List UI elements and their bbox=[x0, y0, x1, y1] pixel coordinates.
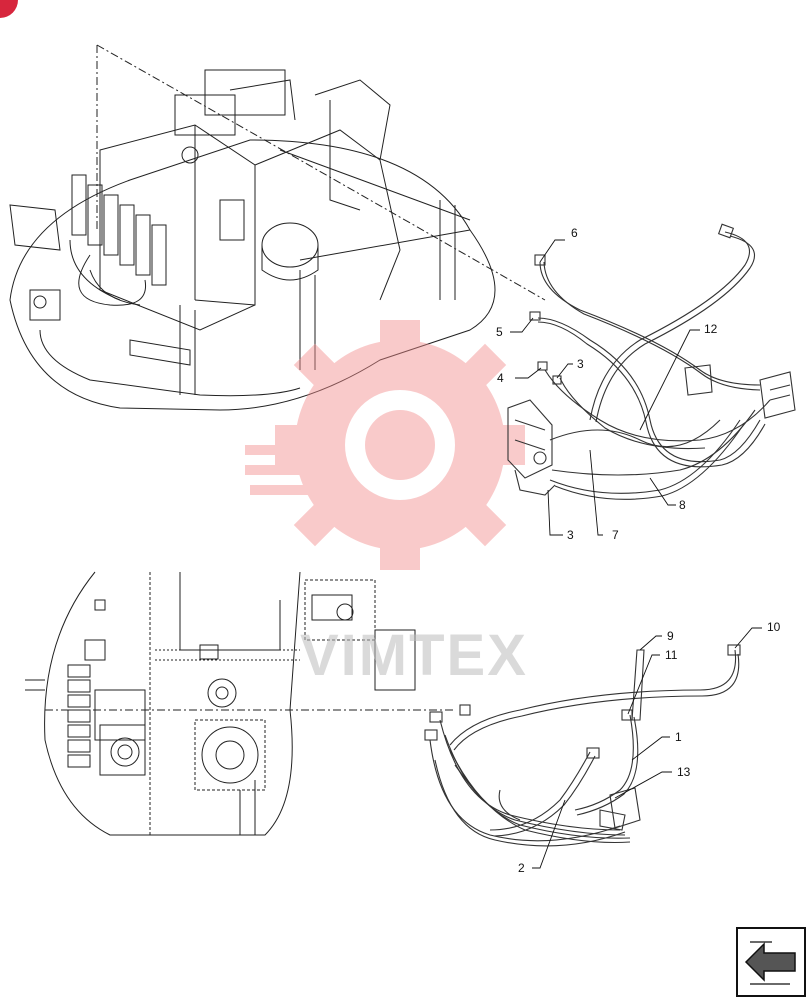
callout-5: 5 bbox=[496, 325, 503, 339]
callout-7: 7 bbox=[612, 528, 619, 542]
callout-labels: 6 5 4 3 12 8 7 3 9 11 10 1 13 2 bbox=[496, 226, 781, 875]
callout-8: 8 bbox=[679, 498, 686, 512]
upper-frame-assembly bbox=[9, 44, 546, 411]
callout-4: 4 bbox=[497, 371, 504, 385]
callout-9: 9 bbox=[667, 629, 674, 643]
callout-1: 1 bbox=[675, 730, 682, 744]
corner-marker bbox=[0, 0, 18, 18]
callout-10: 10 bbox=[767, 620, 781, 634]
callout-3: 3 bbox=[577, 357, 584, 371]
watermark-text: VIMTEX bbox=[300, 623, 528, 688]
watermark-gear bbox=[245, 320, 525, 570]
lower-plan-view bbox=[25, 571, 455, 836]
next-page-arrow-icon[interactable] bbox=[736, 927, 806, 997]
callout-11: 11 bbox=[665, 648, 678, 662]
hose-assembly-lower bbox=[424, 644, 741, 847]
hose-assembly-upper bbox=[507, 223, 796, 500]
callout-13: 13 bbox=[677, 765, 691, 779]
callout-2: 2 bbox=[518, 861, 525, 875]
callout-12: 12 bbox=[704, 322, 718, 336]
callout-6: 6 bbox=[571, 226, 578, 240]
callout-3b: 3 bbox=[567, 528, 574, 542]
callouts bbox=[510, 239, 762, 869]
